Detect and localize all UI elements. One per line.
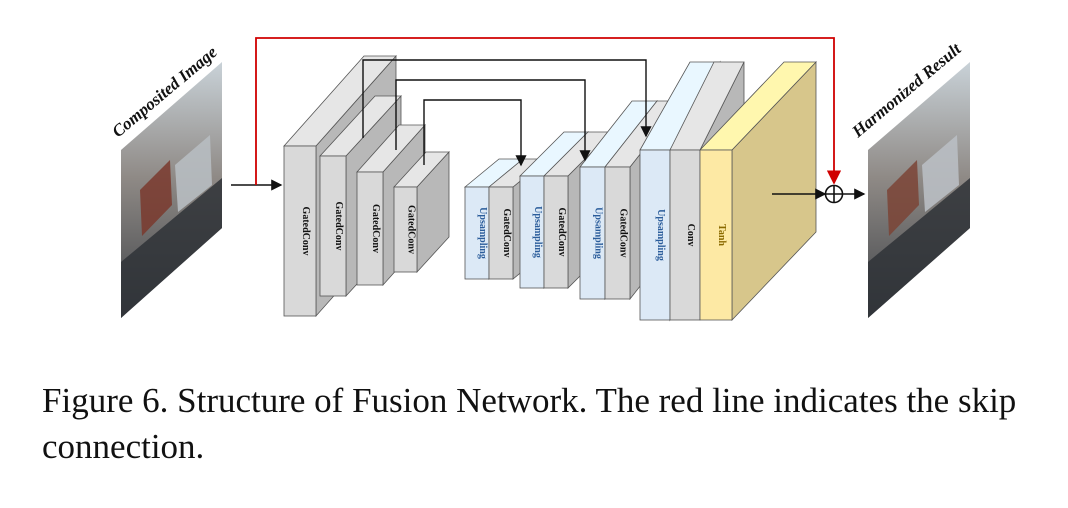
decoder-block-label-3: Upsampling bbox=[532, 206, 543, 258]
decoder-block-9: Tanh bbox=[699, 61, 817, 321]
fusion-network-diagram: Composited Image Harmonized Result Gated… bbox=[108, 37, 970, 322]
decoder-block-label-4: GatedConv bbox=[556, 208, 567, 257]
encoder-block-label-2: GatedConv bbox=[333, 202, 344, 251]
decoder-block-label-1: Upsampling bbox=[477, 207, 488, 259]
decoder-block-label-9: Tanh bbox=[716, 224, 727, 246]
red-skip-connection bbox=[255, 37, 842, 185]
encoder-block-label-3: GatedConv bbox=[370, 204, 381, 253]
decoder-block-label-2: GatedConv bbox=[501, 209, 512, 258]
encoder-block-label-1: GatedConv bbox=[300, 207, 311, 256]
encoder-block-4: GatedConv bbox=[393, 150, 450, 274]
harmonized-result-image bbox=[868, 62, 970, 318]
encoder-block-label-4: GatedConv bbox=[406, 205, 417, 254]
sum-node-icon bbox=[824, 184, 844, 204]
decoder-block-label-6: GatedConv bbox=[618, 209, 629, 258]
network-blocks: GatedConv GatedConv GatedConv GatedConv Upsa… bbox=[283, 54, 817, 322]
composited-image bbox=[121, 62, 222, 318]
skip-connection-3 bbox=[423, 99, 527, 167]
decoder-block-label-5: Upsampling bbox=[593, 207, 604, 259]
decoder-block-label-8: Conv bbox=[685, 224, 696, 247]
figure-caption: Figure 6. Structure of Fusion Network. T… bbox=[42, 381, 1017, 466]
skip-connection-1 bbox=[362, 59, 652, 138]
skip-connection-2 bbox=[395, 79, 591, 162]
decoder-block-label-7: Upsampling bbox=[655, 209, 666, 261]
